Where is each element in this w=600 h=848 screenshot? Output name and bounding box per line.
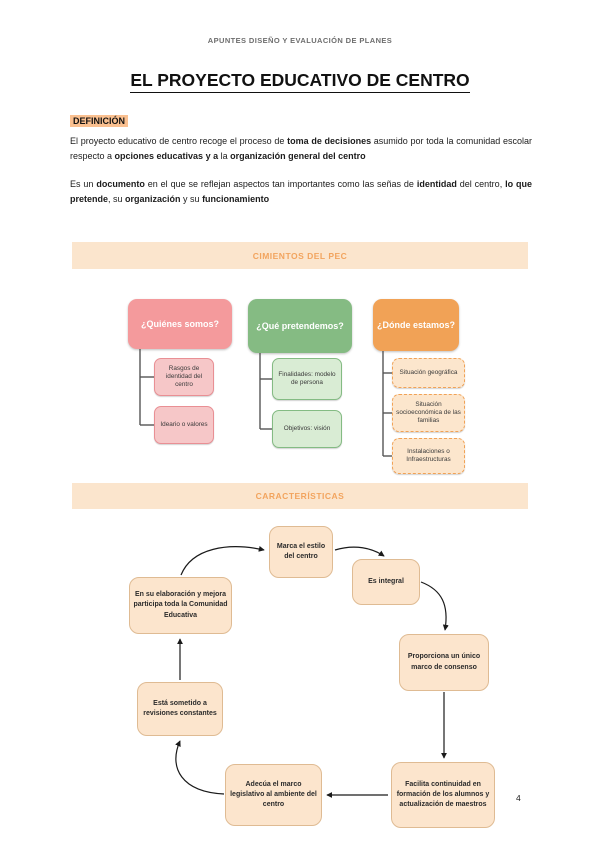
arrow-adecua-to-sometido — [175, 740, 225, 795]
cimientos-banner: CIMIENTOS DEL PEC — [72, 242, 528, 269]
cimientos-quienes-somos-box: ¿Quiénes somos? — [128, 299, 232, 349]
cimientos-banner-text: CIMIENTOS DEL PEC — [252, 250, 348, 261]
cimientos-sub-situacion-geografica: Situación geográfica — [392, 358, 465, 388]
arrow-marca-to-integral — [334, 546, 385, 557]
caracteristicas-banner: CARACTERÍSTICAS — [72, 483, 528, 509]
arrow-elaboracion-to-marca — [180, 545, 265, 576]
caracteristica-node-marco-legislativo: Adecúa el marco legislativo al ambiente … — [225, 764, 322, 826]
definition-paragraph-1: El proyecto educativo de centro recoge e… — [70, 136, 532, 161]
arrow-integral-to-proporciona — [420, 581, 449, 631]
page-header: APUNTES DISEÑO Y EVALUACIÓN DE PLANES — [207, 36, 393, 45]
cimientos-sub-instalaciones: Instalaciones o Infraestructuras — [392, 438, 465, 474]
caracteristica-node-marco-consenso: Proporciona un único marco de consenso — [399, 634, 489, 691]
definition-heading: DEFINICIÓN — [70, 111, 129, 129]
definition-paragraph-2: Es un documento en el que se reflejan as… — [70, 179, 533, 204]
caracteristica-node-marca-estilo: Marca el estilo del centro — [269, 526, 333, 578]
cimientos-sub-rasgos-identidad: Rasgos de identidad del centro — [154, 358, 214, 396]
cimientos-donde-estamos-box: ¿Dónde estamos? — [373, 299, 459, 351]
page-number: 4 — [516, 793, 521, 803]
page-title: EL PROYECTO EDUCATIVO DE CENTRO — [0, 70, 600, 93]
caracteristica-node-es-integral: Es integral — [352, 559, 420, 605]
cimientos-sub-finalidades: Finalidades: modelo de persona — [272, 358, 342, 400]
page-title-text: EL PROYECTO EDUCATIVO DE CENTRO — [130, 70, 470, 93]
caracteristica-node-continuidad-formacion: Facilita continuidad en formación de los… — [391, 762, 495, 828]
caracteristica-node-elaboracion-comunidad: En su elaboración y mejora participa tod… — [129, 577, 232, 634]
cimientos-que-pretendemos-box: ¿Qué pretendemos? — [248, 299, 352, 353]
definition-heading-text: DEFINICIÓN — [70, 115, 129, 127]
cimientos-sub-objetivos: Objetivos: visión — [272, 410, 342, 448]
caracteristicas-banner-text: CARACTERÍSTICAS — [255, 491, 345, 501]
cimientos-sub-situacion-socioeconomica: Situación socioeconómica de las familias — [392, 394, 465, 432]
cimientos-sub-ideario-valores: Ideario o valores — [154, 406, 214, 444]
caracteristica-node-revisiones-constantes: Está sometido a revisiones constantes — [137, 682, 223, 736]
